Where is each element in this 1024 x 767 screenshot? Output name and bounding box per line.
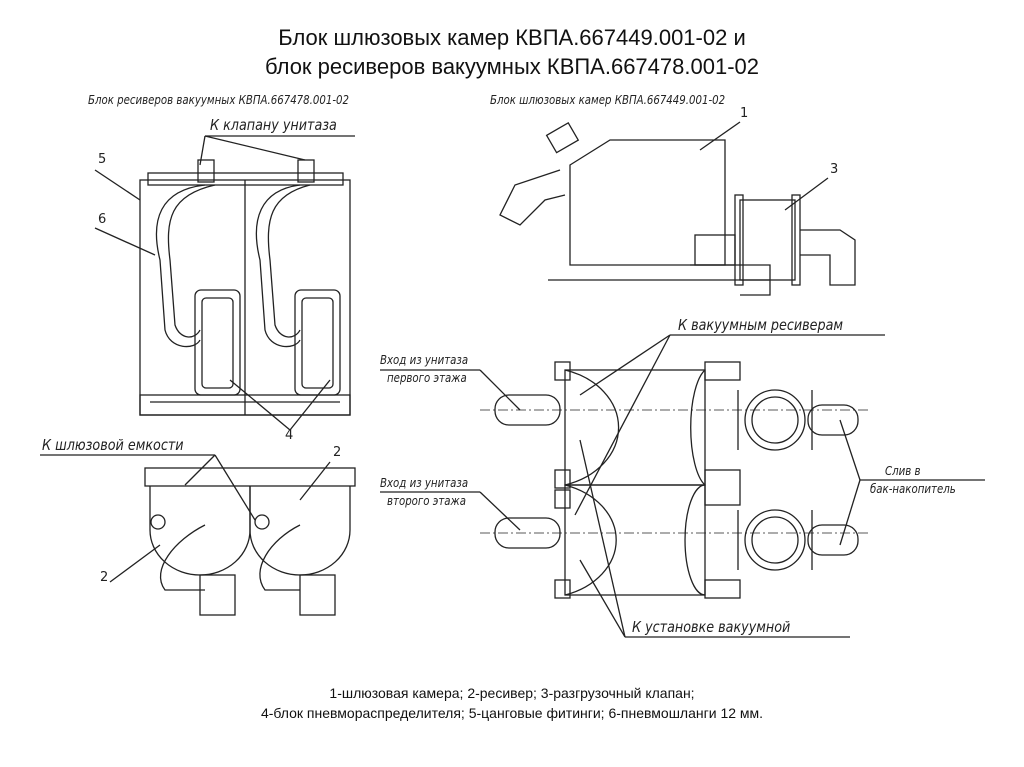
- callout-6: 6: [98, 212, 107, 227]
- label-input-second-floor-1: Вход из унитаза: [380, 476, 469, 490]
- lock-chamber-top-view: [480, 361, 870, 599]
- label-input-first-floor-2: первого этажа: [387, 371, 467, 385]
- label-drain-1: Слив в: [885, 464, 921, 478]
- label-to-vacuum-unit: К установке вакуумной: [632, 618, 791, 636]
- receiver-block-header: Блок ресиверов вакуумных КВПА.667478.001…: [88, 93, 350, 107]
- label-to-vacuum-receivers: К вакуумным ресиверам: [678, 316, 844, 334]
- receiver-block-front-view: [139, 159, 351, 416]
- callout-3: 3: [830, 162, 839, 177]
- label-input-second-floor-2: второго этажа: [387, 494, 466, 508]
- label-drain-2: бак-накопитель: [870, 482, 956, 496]
- callout-2-top: 2: [333, 445, 342, 460]
- label-to-lock-tank: К шлюзовой емкости: [42, 436, 184, 454]
- lock-chamber-header: Блок шлюзовых камер КВПА.667449.001-02: [490, 93, 726, 107]
- callout-4: 4: [285, 428, 294, 443]
- receiver-block-top-view: [144, 467, 356, 616]
- slide-title-line2: блок ресиверов вакуумных КВПА.667478.001…: [265, 54, 759, 79]
- lock-chamber-side-view: [499, 121, 856, 296]
- leader-lines: [40, 121, 985, 638]
- caption-line1: 1-шлюзовая камера; 2-ресивер; 3-разгрузо…: [329, 685, 695, 701]
- callout-5: 5: [98, 152, 107, 167]
- slide-title-line1: Блок шлюзовых камер КВПА.667449.001-02 и: [278, 25, 746, 50]
- label-input-first-floor-1: Вход из унитаза: [380, 353, 469, 367]
- callout-1: 1: [740, 106, 749, 121]
- label-to-toilet-valve: К клапану унитаза: [210, 116, 337, 134]
- caption-line2: 4-блок пневмораспределителя; 5-цанговые …: [260, 705, 764, 721]
- callout-2-bottom: 2: [100, 570, 109, 585]
